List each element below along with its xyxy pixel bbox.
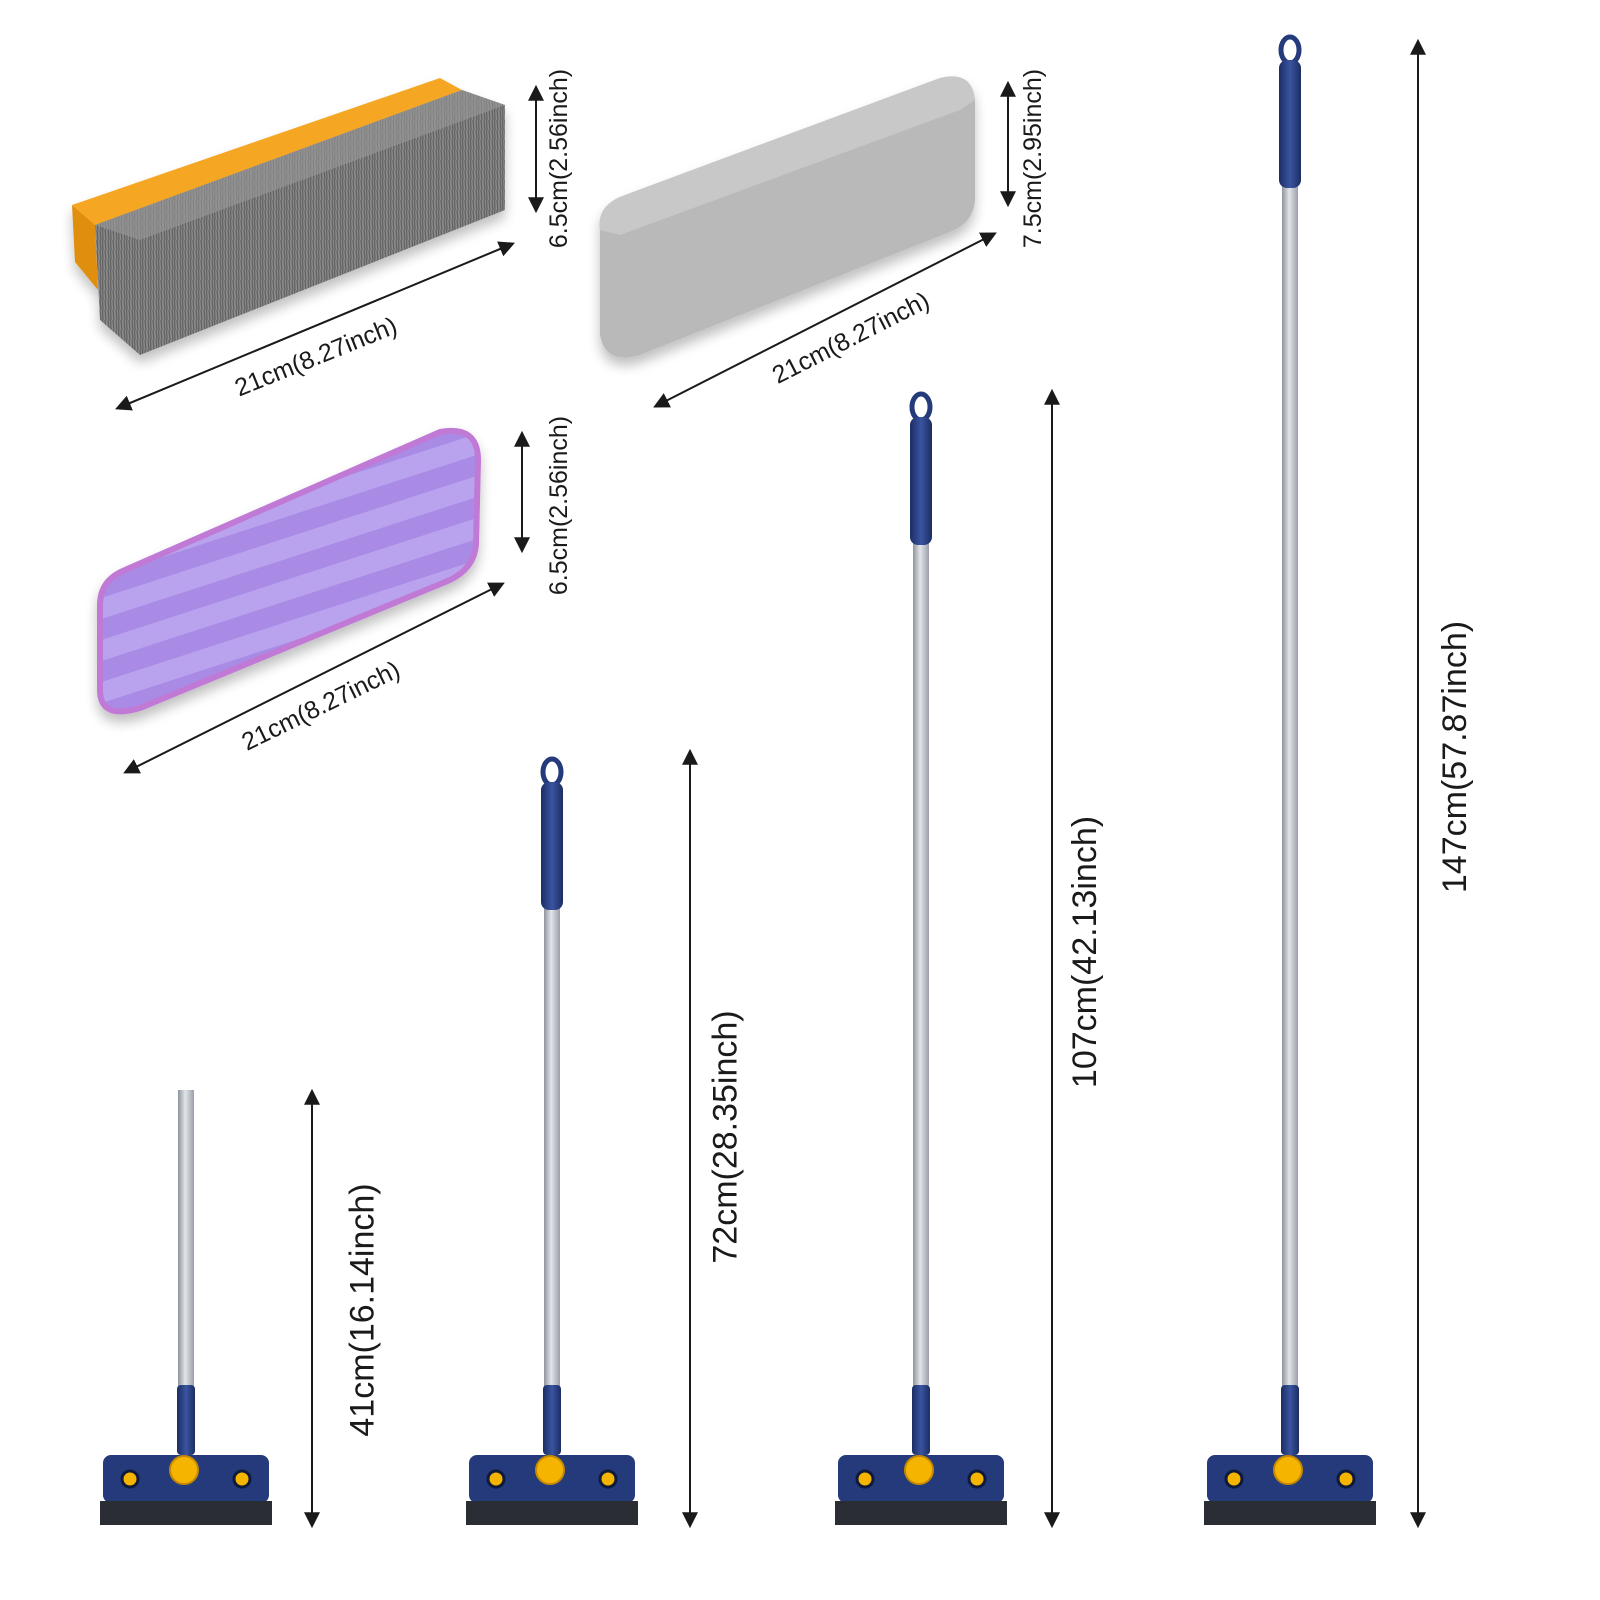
extension-pole-4 bbox=[1204, 34, 1426, 1529]
brush-width-arrow bbox=[115, 241, 515, 411]
hanging-loop bbox=[540, 756, 564, 788]
screw-knob bbox=[232, 1469, 252, 1489]
hanging-loop bbox=[909, 391, 933, 423]
pole-shaft bbox=[913, 445, 929, 1395]
screw-knob bbox=[855, 1469, 875, 1489]
screw-knob bbox=[1224, 1469, 1244, 1489]
screw-knob bbox=[967, 1469, 987, 1489]
neck-collar bbox=[543, 1385, 561, 1455]
squeegee-blade bbox=[100, 1501, 272, 1525]
screw-knob bbox=[486, 1469, 506, 1489]
neck-collar bbox=[177, 1385, 195, 1455]
microfiber-pad bbox=[97, 427, 482, 715]
pole-2-length-label: 72cm(28.35inch) bbox=[706, 1010, 745, 1264]
pole-shaft bbox=[178, 1090, 194, 1395]
handle-grip bbox=[1279, 60, 1301, 188]
sponge-height-label: 7.5cm(2.95inch) bbox=[1019, 68, 1048, 249]
hanging-loop bbox=[1278, 34, 1302, 66]
pole-shaft bbox=[1282, 88, 1298, 1395]
pole-1-length-label: 41cm(16.14inch) bbox=[343, 1183, 382, 1437]
pole-3-length-label: 107cm(42.13inch) bbox=[1066, 815, 1105, 1089]
pivot-knob bbox=[169, 1455, 199, 1485]
pole-4-length-label: 147cm(57.87inch) bbox=[1436, 620, 1475, 894]
sponge-width-arrow bbox=[653, 232, 997, 408]
screw-knob bbox=[1336, 1469, 1356, 1489]
pivot-knob bbox=[904, 1455, 934, 1485]
handle-grip bbox=[910, 417, 932, 545]
handle-grip bbox=[541, 782, 563, 910]
extension-pole-1 bbox=[100, 1088, 320, 1529]
pad-width-arrow bbox=[123, 582, 505, 774]
squeegee-blade bbox=[835, 1501, 1007, 1525]
squeegee-blade bbox=[1204, 1501, 1376, 1525]
extension-pole-3 bbox=[835, 388, 1060, 1529]
pole-shaft bbox=[544, 810, 560, 1395]
neck-collar bbox=[1281, 1385, 1299, 1455]
pivot-knob bbox=[535, 1455, 565, 1485]
neck-collar bbox=[912, 1385, 930, 1455]
pivot-knob bbox=[1273, 1455, 1303, 1485]
extension-pole-2 bbox=[466, 748, 698, 1529]
screw-knob bbox=[598, 1469, 618, 1489]
screw-knob bbox=[120, 1469, 140, 1489]
brush-height-label: 6.5cm(2.56inch) bbox=[545, 68, 574, 249]
scrub-brush-head bbox=[72, 78, 505, 355]
squeegee-blade bbox=[466, 1501, 638, 1525]
pad-height-label: 6.5cm(2.56inch) bbox=[545, 415, 574, 596]
poles-layer bbox=[100, 34, 1426, 1529]
